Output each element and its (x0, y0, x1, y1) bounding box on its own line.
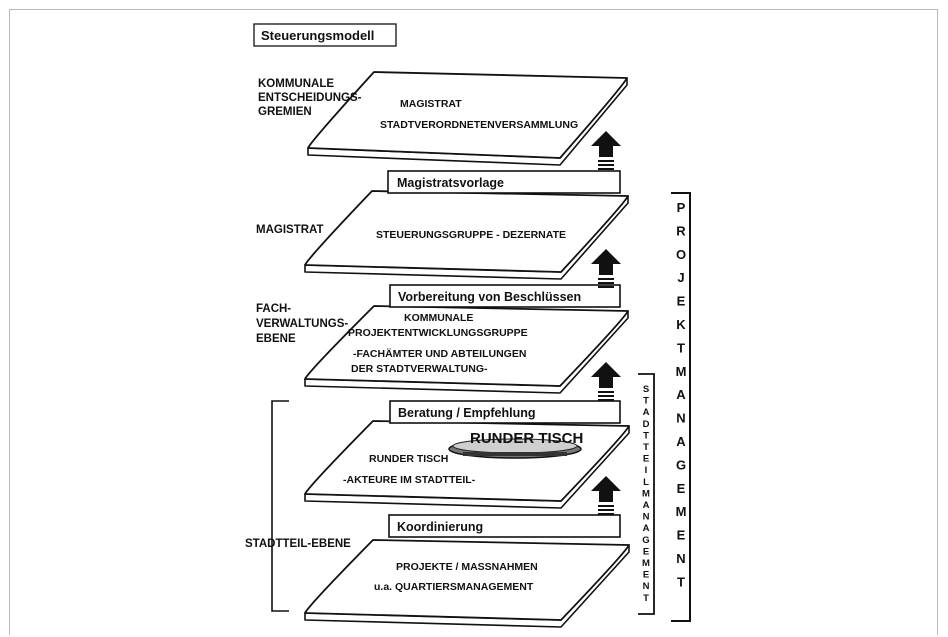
connector-box-3: Beratung / Empfehlung (389, 400, 621, 424)
plate-text-line: -FACHÄMTER UND ABTEILUNGEN (353, 347, 526, 360)
image-frame (9, 9, 938, 635)
level-label-3: FACH- VERWALTUNGS- EBENE (256, 303, 348, 345)
level-plate-2 (304, 190, 629, 273)
level-label-line: FACH- (256, 303, 291, 315)
plate-text-line: KOMMUNALE (404, 312, 473, 324)
plate-text-2: STEUERUNGSGRUPPE - DEZERNATE (376, 229, 566, 241)
plate-text-4: RUNDER TISCH -AKTEURE IM STADTTEIL- (343, 453, 476, 486)
level-label-line: KOMMUNALE (258, 78, 334, 90)
level-label-line: MAGISTRAT (256, 224, 324, 236)
diagram-title: Steuerungsmodell (261, 28, 374, 43)
level-label-line: STADTTEIL-EBENE (245, 538, 351, 550)
connector-box-1: Magistratsvorlage (387, 170, 621, 194)
up-arrow-icon (591, 249, 621, 288)
up-arrow-icon (591, 131, 621, 170)
level-plate-1 (307, 71, 628, 159)
plate-text-1: MAGISTRAT STADTVERORDNETENVERSAMMLUNG (380, 98, 578, 131)
up-arrow-icon (591, 362, 621, 401)
plate-text-line: PROJEKTENTWICKLUNGSGRUPPE (348, 327, 528, 339)
plate-text-line: MAGISTRAT (400, 98, 462, 110)
level-label-5: STADTTEIL-EBENE (245, 538, 351, 550)
connector-label: Magistratsvorlage (397, 176, 504, 190)
level-plate-5 (304, 539, 630, 621)
plate-text-line: STADTVERORDNETENVERSAMMLUNG (380, 119, 578, 131)
runder-tisch-badge-label: RUNDER TISCH (470, 430, 583, 447)
up-arrow-icon (591, 476, 621, 515)
connector-label: Koordinierung (397, 520, 483, 534)
plate-text-line: PROJEKTE / MASSNAHMEN (396, 561, 538, 573)
level-label-line: VERWALTUNGS- (256, 318, 348, 330)
connector-box-2: Vorbereitung von Beschlüssen (389, 284, 621, 308)
connector-label: Beratung / Empfehlung (398, 406, 536, 420)
connector-label: Vorbereitung von Beschlüssen (398, 290, 581, 304)
plate-text-5: PROJEKTE / MASSNAHMEN u.a. QUARTIERSMANA… (374, 561, 538, 593)
runder-tisch-badge: RUNDER TISCH (448, 430, 583, 459)
plate-text-line: u.a. QUARTIERSMANAGEMENT (374, 581, 534, 593)
level-label-2: MAGISTRAT (256, 224, 324, 236)
stadtteil-ebene-bracket (271, 400, 289, 612)
plate-text-line: DER STADTVERWALTUNG- (351, 363, 488, 375)
plate-text-line: STEUERUNGSGRUPPE - DEZERNATE (376, 229, 566, 241)
connector-box-4: Koordinierung (388, 514, 621, 538)
level-label-line: EBENE (256, 333, 296, 345)
plate-text-line: -AKTEURE IM STADTTEIL- (343, 474, 476, 486)
plate-text-line: RUNDER TISCH (369, 453, 448, 465)
level-label-line: GREMIEN (258, 106, 312, 118)
title-box: Steuerungsmodell (253, 23, 397, 47)
plate-text-3: KOMMUNALE PROJEKTENTWICKLUNGSGRUPPE -FAC… (348, 312, 528, 375)
level-label-1: KOMMUNALE ENTSCHEIDUNGS- GREMIEN (258, 78, 362, 118)
level-plate-3 (304, 305, 629, 387)
level-label-line: ENTSCHEIDUNGS- (258, 92, 362, 104)
